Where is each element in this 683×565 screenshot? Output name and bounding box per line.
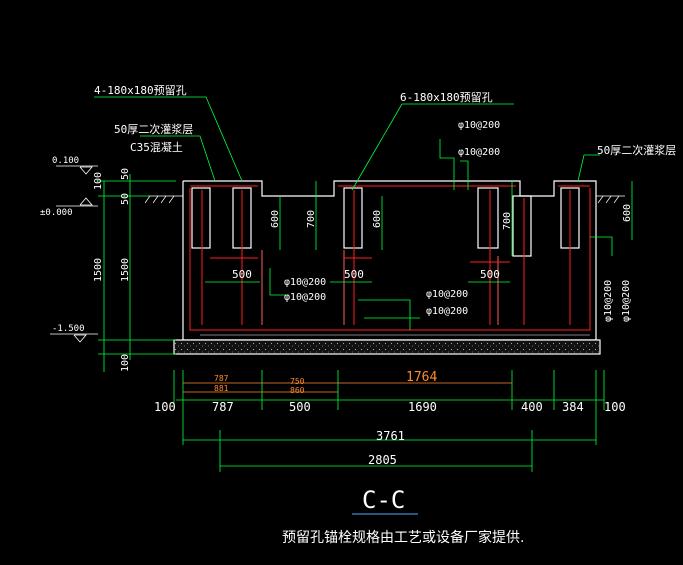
rebar-label-b: φ10@200 <box>458 147 500 158</box>
hole-depth-0: 600 <box>270 210 281 228</box>
hole-depth-texts: 600 700 600 700 600 <box>270 204 633 230</box>
rebar <box>189 185 591 331</box>
bottom-dim-6: 100 <box>604 400 626 414</box>
left-dim-5: 100 <box>120 354 131 372</box>
spacing-2: 500 <box>480 268 500 281</box>
hole-depth-3: 700 <box>502 212 513 230</box>
elev-top: 0.100 <box>52 156 79 166</box>
rebar-label-e: φ10@200 <box>426 289 468 300</box>
bottom-dim-5: 384 <box>562 400 584 414</box>
bottom-dim-3: 1690 <box>408 400 437 414</box>
hole-depth-4: 600 <box>622 204 633 222</box>
elev-bottom: -1.500 <box>52 324 85 334</box>
left-dim-3: 1500 <box>93 258 104 282</box>
section-title: C-C <box>362 486 405 514</box>
elevation-markers <box>50 165 98 343</box>
foundation-outline <box>173 180 601 355</box>
label-holes-4: 4-180x180预留孔 <box>94 84 187 97</box>
overall-dim-inner: 2805 <box>368 453 397 467</box>
orange-dim-texts: 1764 787 881 750 860 <box>214 370 437 395</box>
label-concrete-grade: C35混凝土 <box>130 140 183 154</box>
annotation-texts: 4-180x180预留孔 6-180x180预留孔 50厚二次灌浆层 C35混凝… <box>40 84 676 334</box>
bottom-dim-0: 100 <box>154 400 176 414</box>
footer-note: 预留孔锚栓规格由工艺或设备厂家提供. <box>282 529 524 546</box>
left-dim-2: 50 <box>120 193 131 205</box>
rebar-label-vert1: φ10@200 <box>603 280 614 322</box>
rebar-label-f: φ10@200 <box>426 306 468 317</box>
bottom-dim-2: 500 <box>289 400 311 414</box>
vertical-rebar-labels: φ10@200 φ10@200 <box>603 280 632 322</box>
left-dim-1: 50 <box>120 168 131 180</box>
rebar-label-a: φ10@200 <box>458 120 500 131</box>
orange-dim-b1: 750 <box>290 377 305 386</box>
bottom-dim-texts: 100 787 500 1690 400 384 100 3761 2805 <box>154 400 626 467</box>
bottom-dim-4: 400 <box>521 400 543 414</box>
overall-dim-total: 3761 <box>376 429 405 443</box>
rebar-label-c: φ10@200 <box>284 277 326 288</box>
spacing-1: 500 <box>344 268 364 281</box>
left-dim-4: 1500 <box>120 258 131 282</box>
elev-ground: ±0.000 <box>40 208 73 218</box>
bottom-dim-1: 787 <box>212 400 234 414</box>
spacing-0: 500 <box>232 268 252 281</box>
spacing-texts: 500 500 500 <box>232 268 500 281</box>
rebar-label-vert2: φ10@200 <box>621 280 632 322</box>
orange-dim-a2: 881 <box>214 384 229 393</box>
orange-dim-lines <box>183 382 512 393</box>
hole-depth-1: 700 <box>306 210 317 228</box>
rebar-label-d: φ10@200 <box>284 292 326 303</box>
leaders <box>94 96 613 330</box>
label-grout-left: 50厚二次灌浆层 <box>114 122 193 136</box>
orange-dim-main: 1764 <box>406 370 437 385</box>
label-grout-right: 50厚二次灌浆层 <box>597 143 676 157</box>
ground-hatch <box>144 195 625 204</box>
label-holes-6: 6-180x180预留孔 <box>400 91 493 104</box>
left-dim-texts: 100 50 50 1500 1500 100 <box>93 168 131 372</box>
orange-dim-a1: 787 <box>214 374 229 383</box>
orange-dim-b2: 860 <box>290 386 305 395</box>
dimension-lines <box>98 174 633 472</box>
hole-depth-2: 600 <box>372 210 383 228</box>
left-dim-0: 100 <box>93 172 104 190</box>
